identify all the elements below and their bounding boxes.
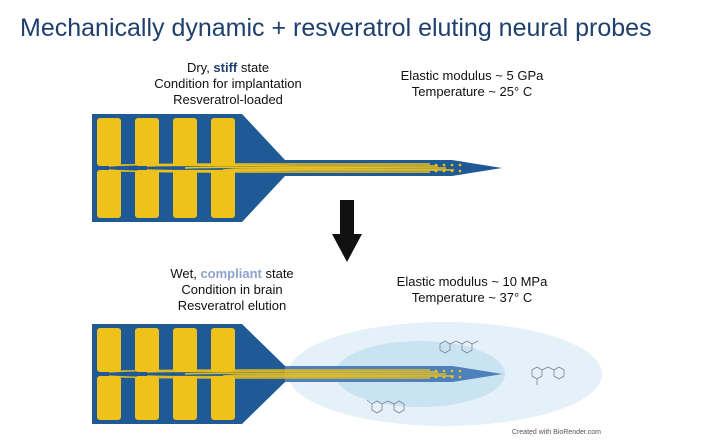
slide-title: Mechanically dynamic + resveratrol eluti…	[20, 14, 652, 42]
dry-modulus: Elastic modulus ~ 5 GPa	[400, 68, 544, 83]
down-arrow-icon	[332, 200, 362, 262]
dry-probe-diagram	[92, 114, 502, 222]
wet-state-line2: Condition in brain	[181, 282, 283, 297]
wet-prefix: Wet,	[170, 266, 201, 281]
biorender-credit: Created with BioRender.com	[511, 429, 601, 436]
dry-state-caption: Dry, stiff state Condition for implantat…	[138, 60, 318, 108]
dry-state-line3: Resveratrol-loaded	[173, 92, 283, 107]
wet-contact-pads	[97, 328, 235, 420]
dry-electrode-sites	[434, 163, 462, 173]
wet-state-caption: Wet, compliant state Condition in brain …	[142, 266, 322, 314]
wet-state-line3: Resveratrol elution	[177, 298, 287, 313]
wet-modulus: Elastic modulus ~ 10 MPa	[396, 274, 548, 289]
dry-prefix: Dry,	[186, 60, 214, 75]
stiff-highlight: stiff	[213, 60, 238, 75]
resveratrol-molecule-icon	[366, 399, 405, 414]
dry-state-properties: Elastic modulus ~ 5 GPa Temperature ~ 25…	[372, 68, 572, 100]
wet-state-properties: Elastic modulus ~ 10 MPa Temperature ~ 3…	[372, 274, 572, 306]
dry-contact-pads	[97, 118, 235, 218]
wet-temperature: Temperature ~ 37° C	[411, 290, 533, 305]
resveratrol-molecule-icon	[531, 366, 565, 385]
wet-probe-diagram	[92, 322, 602, 426]
dry-traces	[108, 163, 455, 173]
dry-state-line2: Condition for implantation	[154, 76, 302, 91]
wet-traces	[108, 369, 455, 379]
wet-suffix: state	[261, 266, 294, 281]
compliant-highlight: compliant	[200, 266, 262, 281]
dry-suffix: state	[237, 60, 270, 75]
wet-electrode-sites	[434, 369, 462, 379]
dry-temperature: Temperature ~ 25° C	[411, 84, 533, 99]
dry-state-line1: Dry, stiff state	[138, 60, 318, 76]
wet-state-line1: Wet, compliant state	[142, 266, 322, 282]
resveratrol-molecule-icon	[439, 340, 479, 354]
